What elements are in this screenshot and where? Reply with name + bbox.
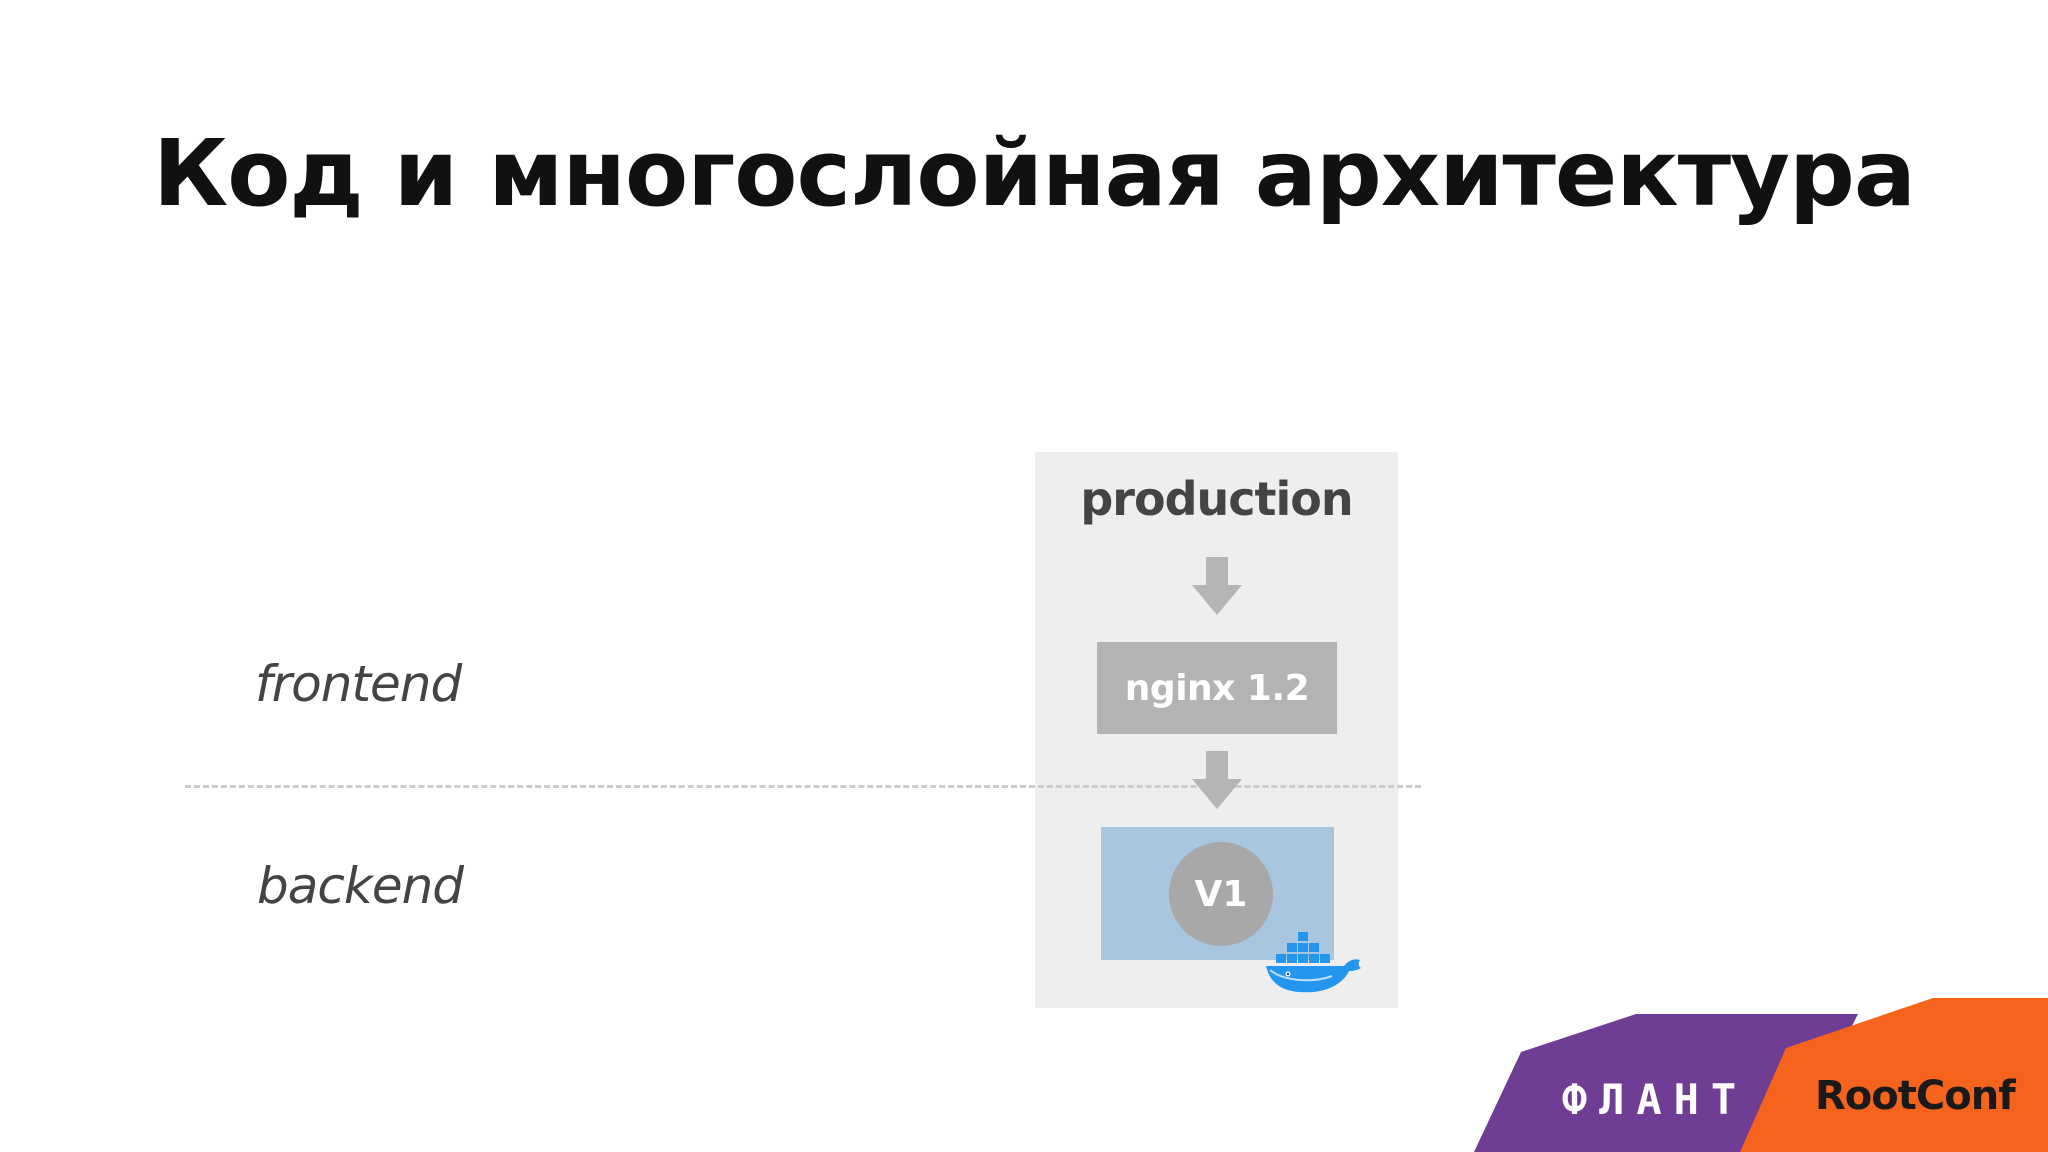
rootconf-logo-text: RootConf [1815,1073,2016,1119]
backend-version-label: V1 [1194,873,1248,915]
slide-title: Код и многослойная архитектура [153,120,1916,227]
nginx-proxy-box: nginx 1.2 [1097,642,1337,734]
down-arrow-icon [1192,751,1242,809]
flant-logo-text: ФЛАНТ [1561,1075,1749,1124]
backend-layer-label: backend [257,857,464,915]
layer-divider [185,785,1421,788]
nginx-proxy-label: nginx 1.2 [1124,667,1310,709]
docker-whale-icon [1266,932,1361,993]
down-arrow-icon [1192,557,1242,615]
frontend-layer-label: frontend [255,655,462,713]
environment-title: production [1080,472,1353,526]
backend-version-badge: V1 [1169,842,1273,946]
